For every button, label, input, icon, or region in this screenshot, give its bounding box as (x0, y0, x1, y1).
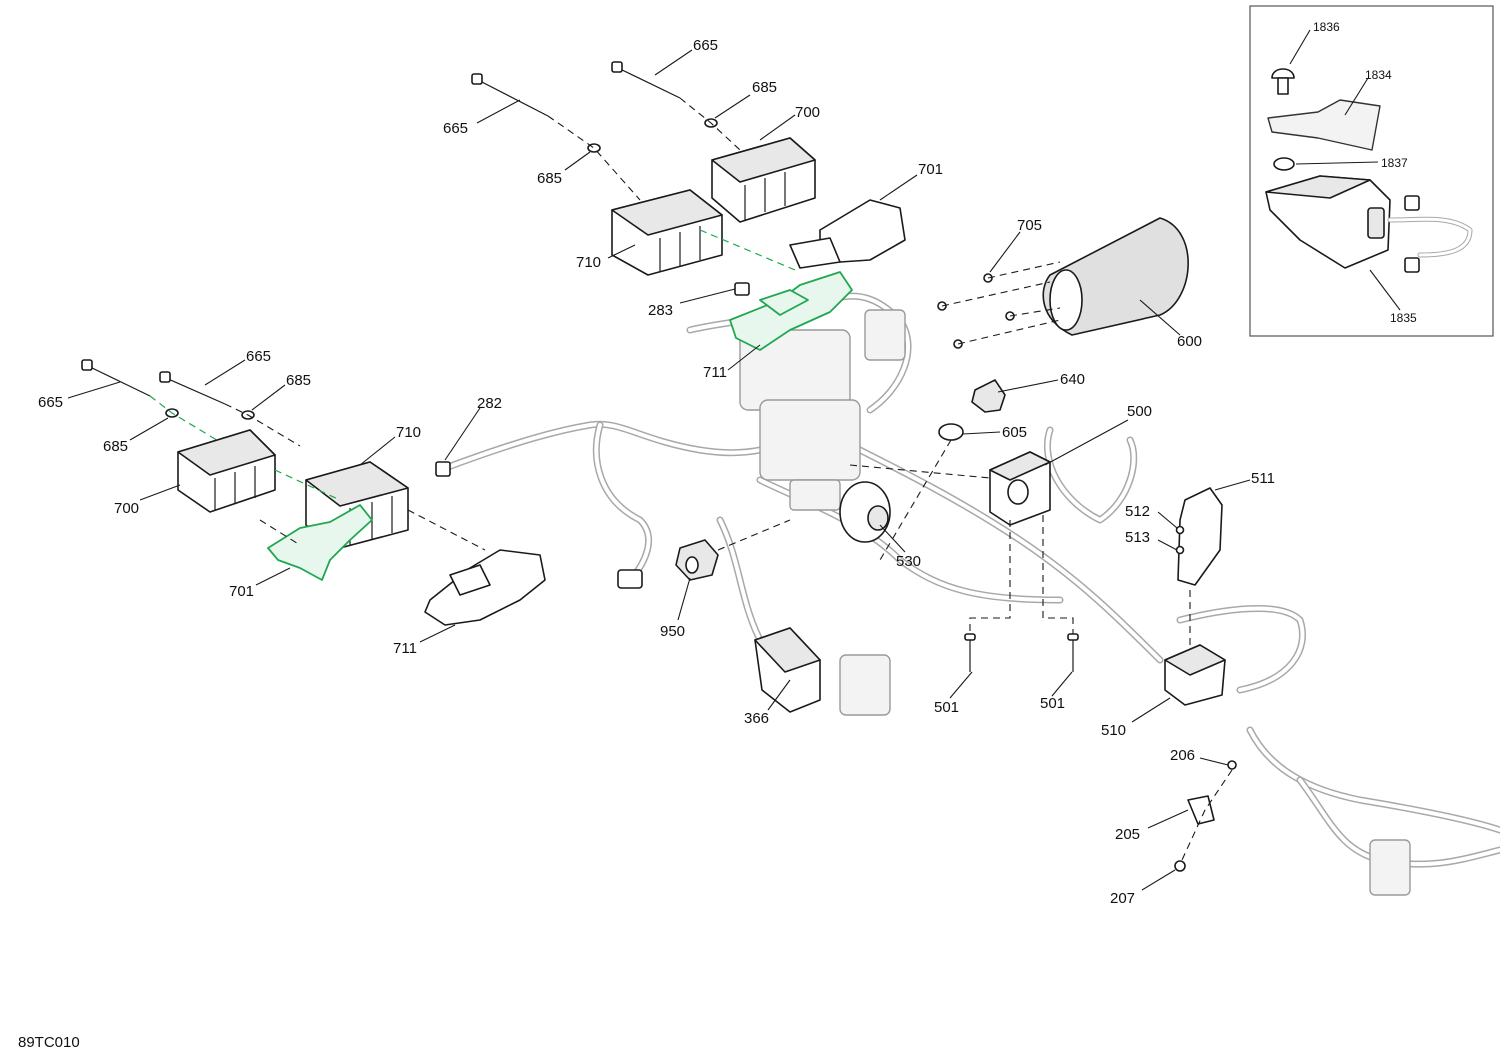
sensor-530 (839, 481, 891, 543)
screw-206 (1227, 760, 1237, 770)
callout-711: 711 (703, 364, 727, 381)
wiring-harness (436, 292, 1500, 868)
module-1835 (1265, 175, 1473, 273)
screw-501-left (964, 633, 976, 672)
central-module-ghost (739, 309, 906, 511)
callout-207: 207 (1110, 890, 1135, 907)
bracket-511 (1177, 487, 1223, 586)
callout-685: 685 (103, 438, 128, 455)
figure-code: 89TC010 (18, 1034, 80, 1051)
ring-605 (938, 423, 964, 441)
callout-282: 282 (477, 395, 502, 412)
module-510 (1164, 644, 1226, 706)
module-700-upper (711, 137, 816, 223)
screw-512 (1175, 525, 1185, 535)
washer-1837 (1273, 157, 1295, 171)
module-710-upper (611, 189, 723, 276)
callout-685: 685 (286, 372, 311, 389)
callout-283: 283 (648, 302, 673, 319)
callout-600: 600 (1177, 333, 1202, 350)
socket-950 (617, 539, 719, 589)
callout-705: 705 (1017, 217, 1042, 234)
callout-665: 665 (246, 348, 271, 365)
bolt-665-left-b (159, 371, 226, 405)
callout-530: 530 (896, 553, 921, 570)
callout-501: 501 (934, 699, 959, 716)
nut-207 (1174, 860, 1186, 872)
callout-701: 701 (229, 583, 254, 600)
callout-700: 700 (795, 104, 820, 121)
callout-1836: 1836 (1313, 20, 1340, 34)
callout-205: 205 (1115, 826, 1140, 843)
callout-710: 710 (396, 424, 421, 441)
sensor-640 (971, 379, 1006, 413)
callout-1834: 1834 (1365, 68, 1392, 82)
callout-1837: 1837 (1381, 156, 1408, 170)
connector-ghost-right (1369, 839, 1411, 896)
screw-1836 (1271, 68, 1295, 79)
switch-500 (989, 451, 1051, 526)
bracket-701-upper (789, 199, 906, 269)
bracket-711-upper-highlight (729, 271, 853, 351)
bracket-711-left (424, 549, 546, 626)
callout-665: 665 (443, 120, 468, 137)
callout-366: 366 (744, 710, 769, 727)
screw-513 (1175, 545, 1185, 555)
connector-283 (734, 282, 750, 296)
callout-711: 711 (393, 640, 417, 657)
callout-1835: 1835 (1390, 311, 1417, 325)
callout-685: 685 (752, 79, 777, 96)
module-700-left (177, 429, 276, 513)
inset-panel: 1836 1834 1837 1835 (1249, 5, 1494, 337)
callout-206: 206 (1170, 747, 1195, 764)
leader-lines (67, 49, 1251, 891)
callout-640: 640 (1060, 371, 1085, 388)
callout-710: 710 (576, 254, 601, 271)
cover-600 (1042, 217, 1189, 336)
callout-950: 950 (660, 623, 685, 640)
callout-513: 513 (1125, 529, 1150, 546)
callout-512: 512 (1125, 503, 1150, 520)
callout-501: 501 (1040, 695, 1065, 712)
screw-501-right (1067, 633, 1079, 672)
callouts: 665 685 665 685 700 701 710 283 711 705 … (38, 37, 1275, 907)
bolt-665-left-a (81, 359, 151, 397)
callout-685: 685 (537, 170, 562, 187)
callout-511: 511 (1251, 470, 1275, 487)
bolt-665-upper-right (611, 61, 681, 99)
screws-705 (937, 273, 1015, 349)
plate-1834 (1267, 99, 1381, 151)
module-366 (754, 627, 891, 716)
callout-605: 605 (1002, 424, 1027, 441)
callout-500: 500 (1127, 403, 1152, 420)
callout-665: 665 (38, 394, 63, 411)
clip-205 (1187, 795, 1215, 825)
connector-282 (435, 461, 451, 477)
bracket-701-left-highlight (267, 504, 373, 581)
callout-701: 701 (918, 161, 943, 178)
callout-665: 665 (693, 37, 718, 54)
bolt-665-upper-left (471, 73, 549, 117)
callout-510: 510 (1101, 722, 1126, 739)
callout-700: 700 (114, 500, 139, 517)
